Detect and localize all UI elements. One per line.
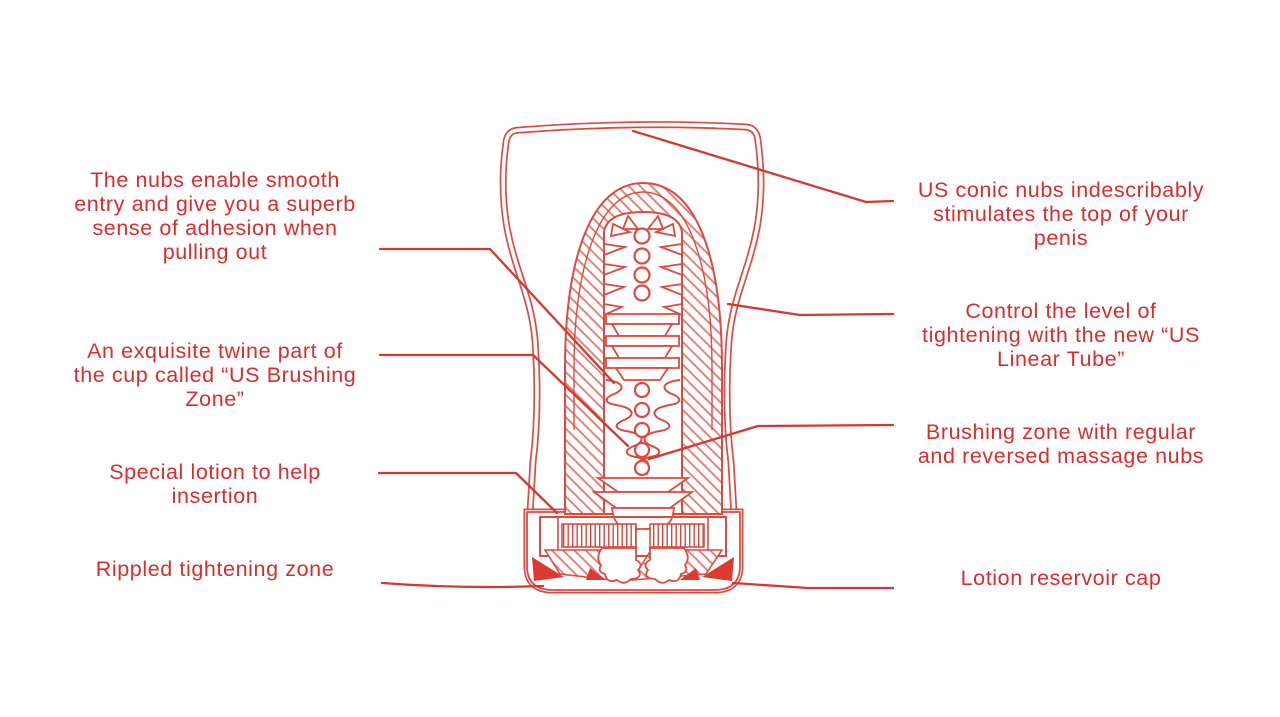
leader-nubs-adhesion	[378, 247, 616, 385]
callout-conic-nubs: US conic nubs indescribably stimulates t…	[917, 178, 1205, 250]
leader-brushing-zone-name	[378, 353, 630, 448]
outer-cup	[499, 121, 765, 518]
callout-massage-nubs: Brushing zone with regular and reversed …	[917, 420, 1205, 468]
callout-brushing-zone-name: An exquisite twine part of the cup calle…	[73, 339, 357, 411]
leader-linear-tube	[726, 302, 895, 317]
leader-lotion-cap	[731, 581, 895, 590]
linear-ribs	[605, 313, 680, 381]
conic-nubs	[603, 214, 683, 317]
leader-lines	[377, 129, 895, 590]
leader-conic-nubs	[631, 129, 895, 204]
callout-lotion-cap: Lotion reservoir cap	[960, 566, 1162, 590]
callout-special-lotion: Special lotion to help insertion	[109, 460, 321, 508]
massage-nubs	[605, 379, 681, 477]
callout-nubs-adhesion: The nubs enable smooth entry and give yo…	[74, 168, 356, 264]
leader-massage-nubs	[647, 423, 895, 461]
callout-rippled-tightening: Rippled tightening zone	[95, 557, 335, 581]
lotion-reservoir-cap	[532, 547, 734, 584]
callout-linear-tube: Control the level of tightening with the…	[922, 299, 1200, 371]
leader-rippled-tightening	[380, 581, 545, 589]
leader-special-lotion	[377, 471, 559, 515]
